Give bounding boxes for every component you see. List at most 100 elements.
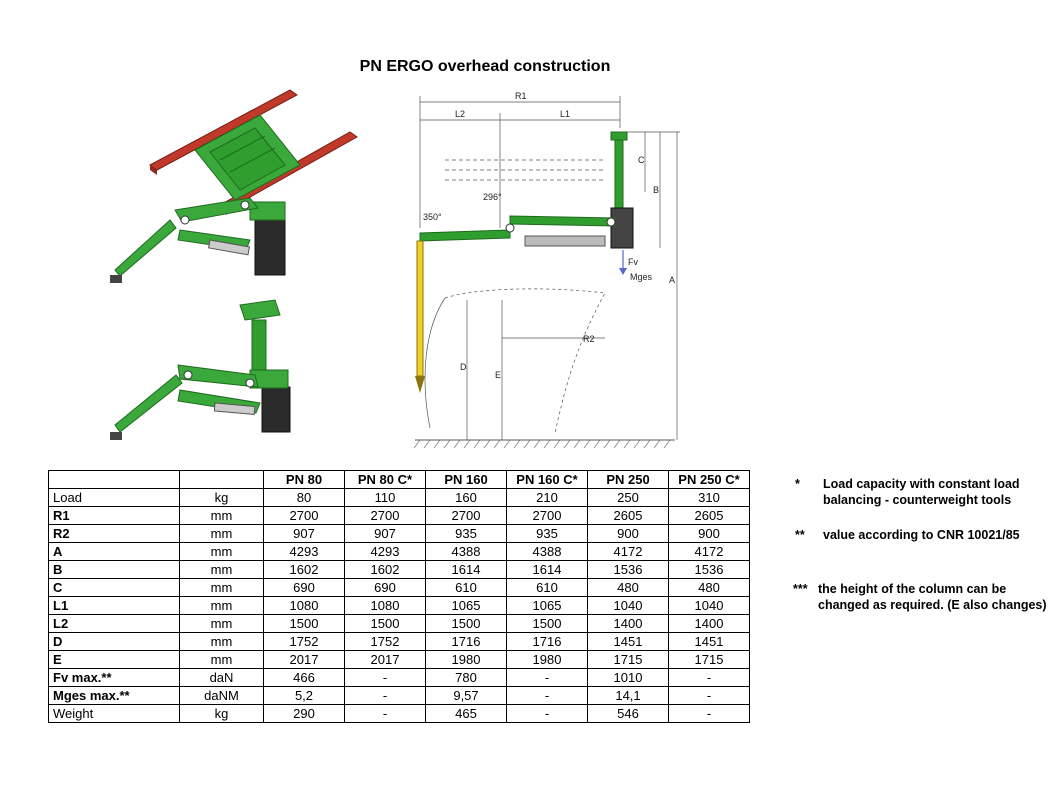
table-cell: 465 xyxy=(425,704,507,723)
table-cell: 2700 xyxy=(263,506,345,525)
table-cell: 1715 xyxy=(587,650,669,669)
table-cell: 1536 xyxy=(587,560,669,579)
table-cell: 1400 xyxy=(587,614,669,633)
table-cell: 900 xyxy=(668,524,750,543)
r1-label: R1 xyxy=(515,91,527,101)
row-label: R1 xyxy=(48,506,180,525)
table-cell: 466 xyxy=(263,668,345,687)
row-unit: mm xyxy=(179,506,264,525)
table-cell: 14,1 xyxy=(587,686,669,705)
page-title: PN ERGO overhead construction xyxy=(359,58,611,75)
row-label: Fv max.** xyxy=(48,668,180,687)
dimension-drawing: R1 L2 L1 R2 C B A D E Fv Mges 350° 296° xyxy=(413,91,680,449)
table-cell: 1980 xyxy=(425,650,507,669)
table-cell: - xyxy=(668,704,750,723)
note-text: Load capacity with constant load xyxy=(823,477,1020,491)
table-cell: - xyxy=(506,704,588,723)
table-cell: 1065 xyxy=(425,596,507,615)
b-label: B xyxy=(653,185,659,195)
table-cell: 1500 xyxy=(506,614,588,633)
table-cell: 546 xyxy=(587,704,669,723)
table-cell: 80 xyxy=(263,488,345,507)
table-cell: 1010 xyxy=(587,668,669,687)
table-cell: 2700 xyxy=(344,506,426,525)
c-label: C xyxy=(638,155,645,165)
table-cell: 2700 xyxy=(425,506,507,525)
table-cell: 9,57 xyxy=(425,686,507,705)
header-cell: PN 80 C* xyxy=(344,470,426,489)
row-unit: mm xyxy=(179,578,264,597)
table-cell: 1500 xyxy=(425,614,507,633)
row-unit: kg xyxy=(179,704,264,723)
note-mark: ** xyxy=(795,528,805,542)
r2-label: R2 xyxy=(583,334,595,344)
angle-296-label: 296° xyxy=(483,192,502,202)
table-header-row: PN 80 PN 80 C* PN 160 PN 160 C* PN 250 P… xyxy=(48,470,750,489)
header-empty-unit xyxy=(179,470,264,489)
table-cell: 907 xyxy=(263,524,345,543)
d-label: D xyxy=(460,362,467,372)
table-cell: - xyxy=(506,686,588,705)
table-cell: 1602 xyxy=(344,560,426,579)
table-cell: - xyxy=(344,704,426,723)
row-label: E xyxy=(48,650,180,669)
table-cell: - xyxy=(668,668,750,687)
table-cell: 250 xyxy=(587,488,669,507)
table-cell: 1400 xyxy=(668,614,750,633)
row-unit: mm xyxy=(179,524,264,543)
row-unit: mm xyxy=(179,650,264,669)
note-text: changed as required. (E also changes) xyxy=(818,598,1047,612)
table-cell: 2017 xyxy=(263,650,345,669)
table-cell: 1500 xyxy=(344,614,426,633)
table-cell: 780 xyxy=(425,668,507,687)
table-cell: - xyxy=(668,686,750,705)
header-cell: PN 250 C* xyxy=(668,470,750,489)
row-label: Mges max.** xyxy=(48,686,180,705)
angle-350-label: 350° xyxy=(423,212,442,222)
table-cell: - xyxy=(506,668,588,687)
table-cell: 290 xyxy=(263,704,345,723)
table-cell: 690 xyxy=(344,578,426,597)
table-cell: 1716 xyxy=(425,632,507,651)
table-cell: 2605 xyxy=(587,506,669,525)
table-cell: 1065 xyxy=(506,596,588,615)
fv-label: Fv xyxy=(628,257,638,267)
row-label: L1 xyxy=(48,596,180,615)
table-cell: 1602 xyxy=(263,560,345,579)
table-cell: 907 xyxy=(344,524,426,543)
table-cell: 4172 xyxy=(587,542,669,561)
row-unit: mm xyxy=(179,596,264,615)
table-cell: 1040 xyxy=(668,596,750,615)
table-cell: - xyxy=(344,668,426,687)
note-text: the height of the column can be xyxy=(818,582,1007,596)
table-cell: 1752 xyxy=(263,632,345,651)
table-cell: 1980 xyxy=(506,650,588,669)
column-mount-iso-illustration xyxy=(110,299,291,440)
a-label: A xyxy=(669,275,675,285)
table-cell: 610 xyxy=(506,578,588,597)
table-cell: 210 xyxy=(506,488,588,507)
table-cell: 4293 xyxy=(263,542,345,561)
table-cell: 1614 xyxy=(425,560,507,579)
header-cell: PN 250 xyxy=(587,470,669,489)
row-unit: daNM xyxy=(179,686,264,705)
table-cell: 1715 xyxy=(668,650,750,669)
row-label: R2 xyxy=(48,524,180,543)
l1-label: L1 xyxy=(560,109,570,119)
row-label: C xyxy=(48,578,180,597)
overhead-rail-iso-illustration xyxy=(110,89,358,283)
row-unit: mm xyxy=(179,614,264,633)
table-cell: 900 xyxy=(587,524,669,543)
note-text: value according to CNR 10021/85 xyxy=(823,528,1020,542)
row-unit: mm xyxy=(179,542,264,561)
table-cell: 4172 xyxy=(668,542,750,561)
